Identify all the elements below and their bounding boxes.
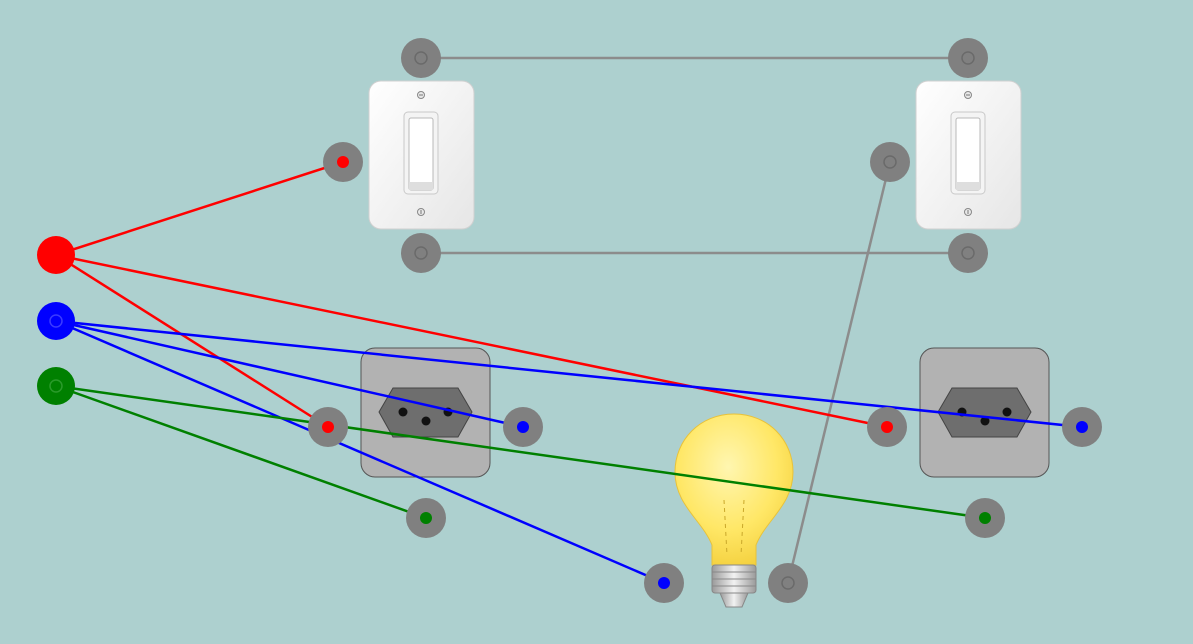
outlet-1-neutral-terminal[interactable] xyxy=(503,407,543,447)
switch-2-traveler-top-terminal[interactable] xyxy=(948,38,988,78)
switch-2-traveler-bottom-terminal[interactable] xyxy=(948,233,988,273)
wire-neutral-outlet2[interactable] xyxy=(55,319,1083,429)
power-outlet-1 xyxy=(360,347,491,478)
neutral-source-icon[interactable] xyxy=(37,302,75,340)
outlet-2-ground-terminal[interactable] xyxy=(965,498,1005,538)
wire-ground-outlet1[interactable] xyxy=(55,384,427,520)
light-switch-icon xyxy=(368,80,475,230)
switch-1-traveler-top-terminal[interactable] xyxy=(401,38,441,78)
wire-phase-switch1[interactable] xyxy=(55,160,344,257)
outlet-2-phase-terminal[interactable] xyxy=(867,407,907,447)
terminals-layer xyxy=(308,38,1102,603)
light-bulb xyxy=(674,413,794,608)
power-outlet-icon xyxy=(919,347,1050,478)
light-switch-1 xyxy=(368,80,475,230)
phase-source-icon[interactable] xyxy=(37,236,75,274)
power-outlet-icon xyxy=(360,347,491,478)
outlet-1-phase-terminal[interactable] xyxy=(308,407,348,447)
switch-2-common-terminal[interactable] xyxy=(870,142,910,182)
light-bulb-icon xyxy=(674,413,794,608)
wire-neutral-outlet1[interactable] xyxy=(55,319,524,429)
wire-phase-outlet2[interactable] xyxy=(55,253,888,429)
outlet-2-neutral-terminal[interactable] xyxy=(1062,407,1102,447)
outlet-1-ground-terminal[interactable] xyxy=(406,498,446,538)
lamp-neutral-terminal[interactable] xyxy=(644,563,684,603)
light-switch-icon xyxy=(915,80,1022,230)
wire-switch2-lamp[interactable] xyxy=(786,161,892,584)
wire-ground-outlet2[interactable] xyxy=(55,384,986,520)
lamp-return-terminal[interactable] xyxy=(768,563,808,603)
switch-1-common-terminal[interactable] xyxy=(323,142,363,182)
power-sources xyxy=(37,236,75,405)
light-switch-2 xyxy=(915,80,1022,230)
wire-neutral-lamp[interactable] xyxy=(55,319,665,585)
power-outlet-2 xyxy=(919,347,1050,478)
wires-layer xyxy=(55,56,1083,585)
switch-1-traveler-bottom-terminal[interactable] xyxy=(401,233,441,273)
wire-phase-outlet1[interactable] xyxy=(55,253,329,429)
ground-source-icon[interactable] xyxy=(37,367,75,405)
